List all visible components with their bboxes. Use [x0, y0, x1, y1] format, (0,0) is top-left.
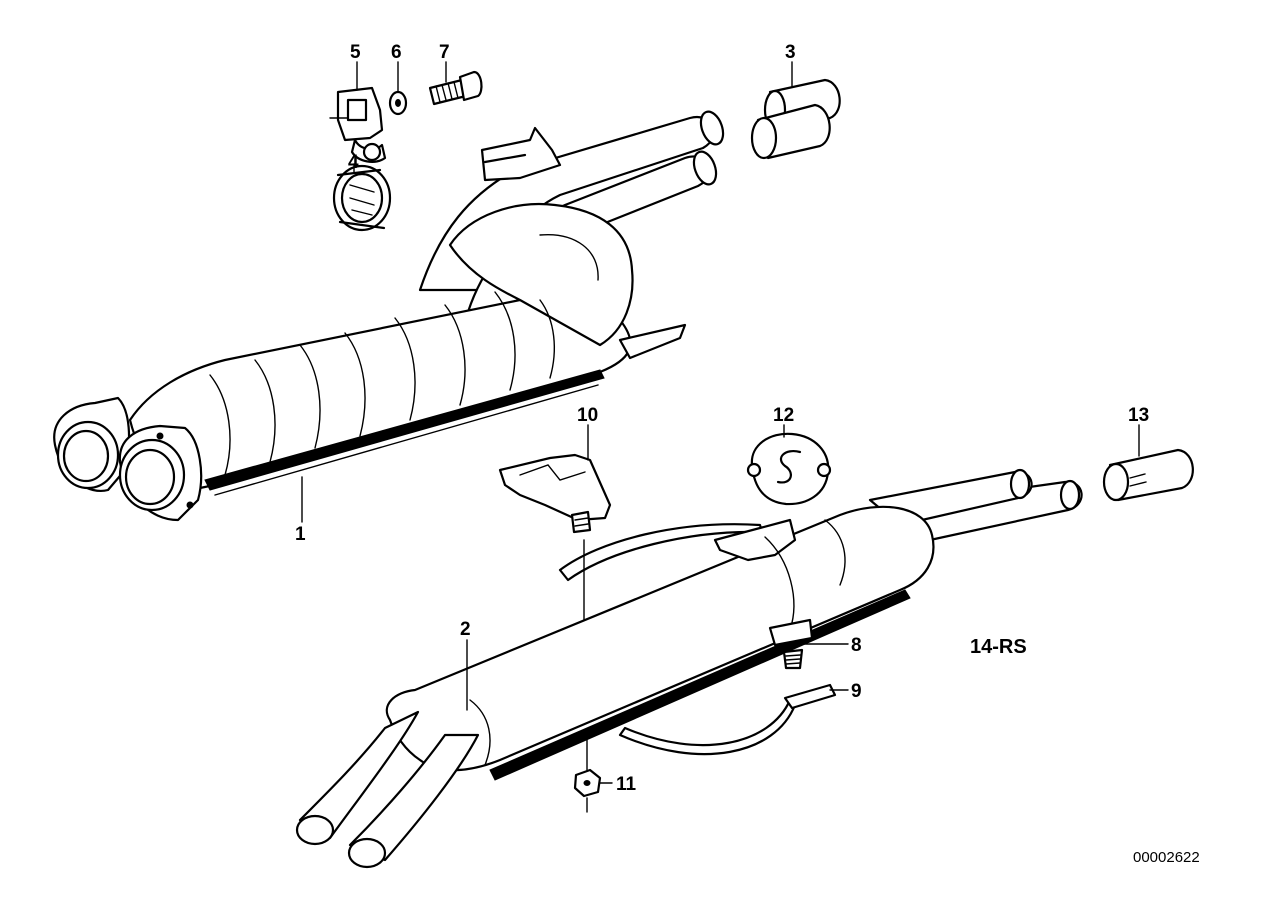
part-label-12[interactable]: 12	[773, 405, 794, 426]
reference-number: 00002622	[1133, 849, 1200, 866]
part-label-1[interactable]: 1	[295, 524, 306, 545]
variant-code: 14-RS	[970, 636, 1027, 658]
part-label-11[interactable]: 11	[616, 774, 637, 795]
part-label-13[interactable]: 13	[1128, 405, 1149, 426]
bracket-drawing[interactable]	[329, 86, 387, 163]
part-label-8[interactable]: 8	[851, 635, 862, 656]
pipe-sleeve-drawing[interactable]	[750, 78, 841, 160]
lower-clamp-drawing[interactable]	[618, 683, 837, 756]
rubber-mount-s-drawing[interactable]	[746, 432, 832, 506]
rear-clamp-band-drawing[interactable]	[713, 518, 814, 647]
upper-clamp-drawing[interactable]	[498, 453, 764, 582]
tail-sleeve-drawing[interactable]	[1102, 448, 1194, 502]
part-label-4[interactable]: 4	[348, 152, 359, 173]
part-label-9[interactable]: 9	[851, 681, 862, 702]
rubber-mounting-drawing[interactable]	[332, 164, 392, 232]
hex-bolt-drawing[interactable]	[782, 648, 804, 670]
front-silencer-drawing[interactable]	[53, 109, 727, 522]
part-label-7[interactable]: 7	[439, 42, 450, 63]
washer-drawing[interactable]	[388, 90, 408, 116]
part-label-10[interactable]: 10	[577, 405, 598, 426]
bolt-drawing[interactable]	[428, 70, 483, 106]
part-label-3[interactable]: 3	[785, 42, 796, 63]
part-label-6[interactable]: 6	[391, 42, 402, 63]
part-label-2[interactable]: 2	[460, 619, 471, 640]
part-label-5[interactable]: 5	[350, 42, 361, 63]
hex-nut-drawing[interactable]	[573, 768, 602, 798]
